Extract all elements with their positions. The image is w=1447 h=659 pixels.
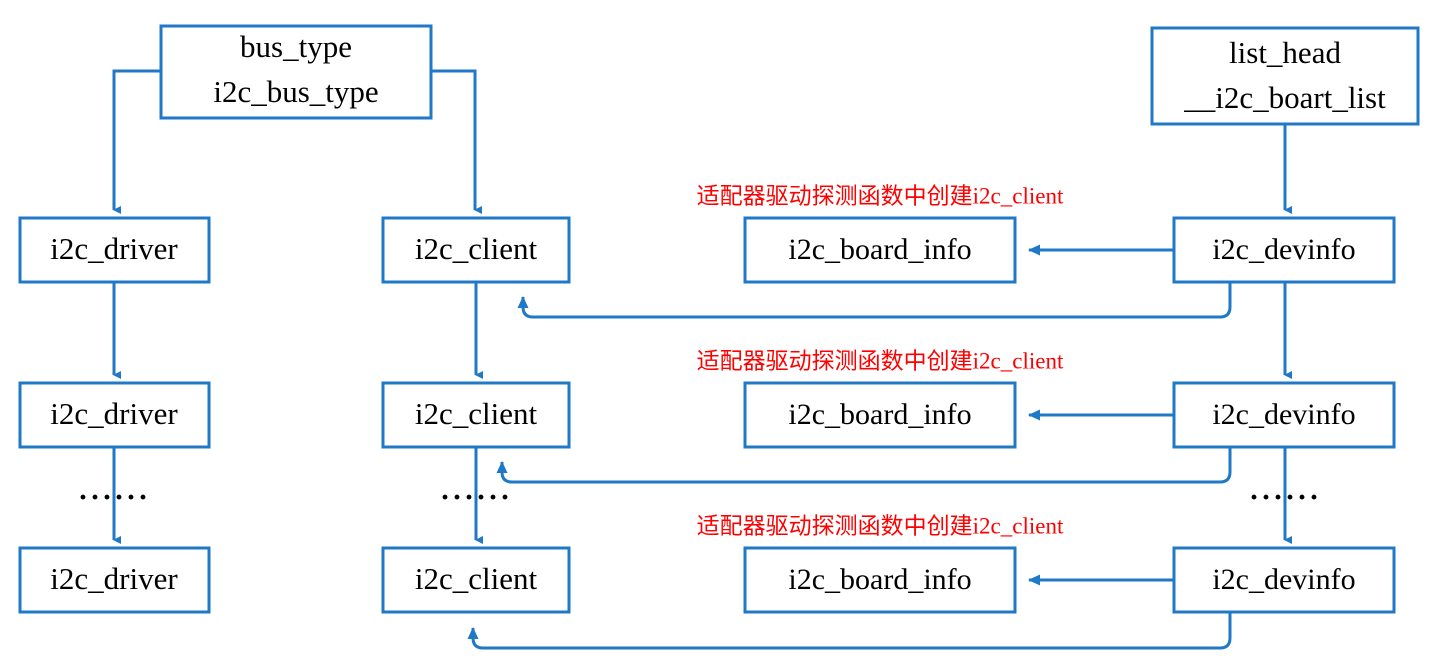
node-i2c-devinfo-3[interactable]: i2c_devinfo (1172, 546, 1396, 614)
node-i2c-devinfo-3-rect (1172, 546, 1396, 614)
node-bus-type-line2: i2c_bus_type (213, 74, 378, 109)
node-i2c-client-3-rect (381, 546, 571, 614)
node-i2c-devinfo-1-label: i2c_devinfo (1212, 233, 1355, 266)
node-list-head-rect (1150, 26, 1420, 126)
node-i2c-driver-2-label: i2c_driver (50, 396, 178, 431)
node-i2c-driver-2[interactable]: i2c_driver (18, 381, 211, 449)
annotation-label-2: 适配器驱动探测函数中创建i2c_client (697, 348, 1064, 373)
node-i2c-devinfo-2[interactable]: i2c_devinfo (1172, 381, 1396, 449)
connector-devinfo-3-to-client-3 (467, 612, 1232, 650)
node-i2c-client-1-label: i2c_client (415, 231, 538, 266)
connector-devinfo-1-to-client-1 (517, 282, 1232, 319)
node-bus-type[interactable]: bus_type i2c_bus_type (159, 24, 433, 120)
node-bus-type-line1: bus_type (240, 29, 352, 64)
node-i2c-driver-3-rect (18, 546, 211, 614)
node-i2c-board-info-1-rect (743, 216, 1017, 284)
node-i2c-client-3[interactable]: i2c_client (381, 546, 571, 614)
annotation-label-3: 适配器驱动探测函数中创建i2c_client (697, 513, 1064, 538)
ellipsis-driver-column: ······ (78, 481, 150, 514)
node-i2c-client-2-rect (381, 381, 571, 449)
node-i2c-driver-2-rect (18, 381, 211, 449)
node-i2c-board-info-2-label: i2c_board_info (788, 398, 971, 431)
node-i2c-devinfo-2-label: i2c_devinfo (1212, 398, 1355, 431)
node-i2c-devinfo-3-label: i2c_devinfo (1212, 563, 1355, 596)
ellipsis-devinfo-column: ······ (1249, 481, 1321, 514)
connector-bus-type-to-driver (112, 69, 161, 214)
node-i2c-devinfo-2-rect (1172, 381, 1396, 449)
connector-devinfo-2-to-client-2 (496, 447, 1232, 484)
node-i2c-driver-1[interactable]: i2c_driver (18, 216, 211, 284)
node-list-head-line1: list_head (1229, 35, 1341, 70)
node-i2c-driver-3[interactable]: i2c_driver (18, 546, 211, 614)
node-i2c-client-2-label: i2c_client (415, 396, 538, 431)
node-list-head[interactable]: list_head __i2c_boart_list (1150, 26, 1420, 126)
annotation-label-1: 适配器驱动探测函数中创建i2c_client (697, 183, 1064, 208)
node-i2c-board-info-2[interactable]: i2c_board_info (743, 381, 1017, 449)
node-i2c-board-info-1-label: i2c_board_info (788, 233, 971, 266)
node-i2c-devinfo-1[interactable]: i2c_devinfo (1172, 216, 1396, 284)
connector-bus-type-to-client (431, 69, 482, 214)
node-i2c-driver-1-label: i2c_driver (50, 231, 178, 266)
node-i2c-board-info-1[interactable]: i2c_board_info (743, 216, 1017, 284)
node-bus-type-rect (159, 24, 433, 120)
node-list-head-line2: __i2c_boart_list (1183, 80, 1386, 115)
node-i2c-board-info-3[interactable]: i2c_board_info (743, 546, 1017, 614)
ellipsis-client-column: ······ (440, 481, 512, 514)
node-i2c-client-2[interactable]: i2c_client (381, 381, 571, 449)
node-i2c-driver-3-label: i2c_driver (50, 561, 178, 596)
node-i2c-board-info-3-rect (743, 546, 1017, 614)
node-i2c-board-info-2-rect (743, 381, 1017, 449)
node-i2c-devinfo-1-rect (1172, 216, 1396, 284)
node-i2c-client-3-label: i2c_client (415, 561, 538, 596)
node-i2c-client-1[interactable]: i2c_client (381, 216, 571, 284)
node-i2c-board-info-3-label: i2c_board_info (788, 563, 971, 596)
